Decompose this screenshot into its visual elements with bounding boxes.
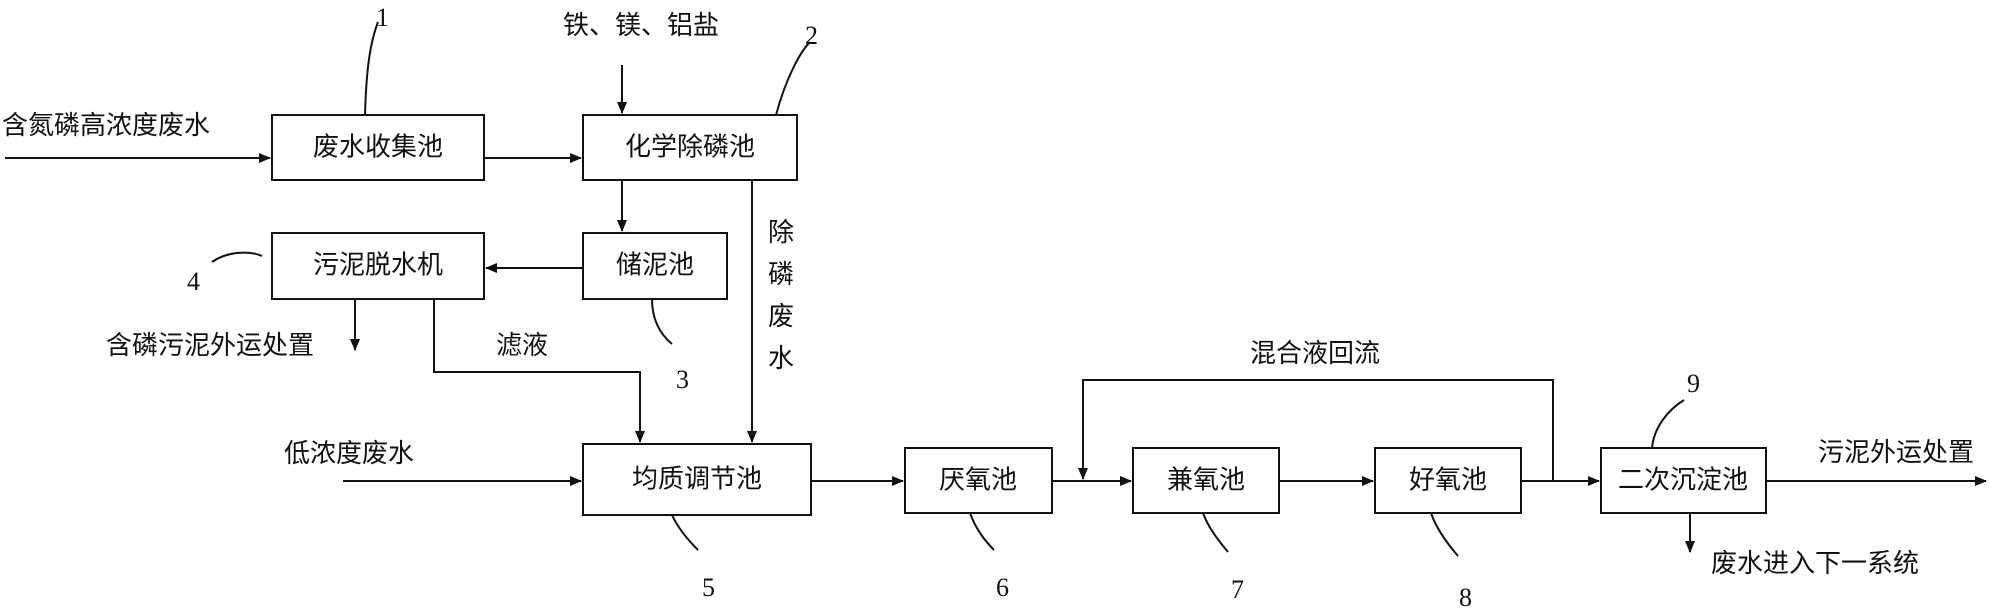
anaerobic-tank [904, 447, 1053, 514]
ref-number-1: 1 [376, 3, 389, 32]
low-conc-wastewater-label: 低浓度废水 [284, 439, 414, 469]
mixed-liquor-return-arrow [1078, 379, 1554, 481]
removal-ww-char-2: 磷 [768, 260, 794, 290]
leader-line-4 [211, 251, 263, 263]
leader-line-9 [1651, 399, 1685, 449]
aerobic-tank [1374, 447, 1522, 514]
high-conc-wastewater-label: 含氮磷高浓度废水 [2, 111, 210, 141]
ref-number-2: 2 [805, 21, 818, 50]
secondary-label: 二次沉淀池 [1618, 466, 1748, 496]
sludge-disposal-label: 污泥外运处置 [1818, 438, 1974, 468]
ref-number-9: 9 [1687, 369, 1700, 398]
chemical-phosphorus-removal-tank [582, 114, 798, 181]
secondary-sedimentation-tank [1600, 447, 1767, 514]
anoxic-label: 兼氧池 [1167, 466, 1245, 496]
ref-number-4: 4 [187, 267, 200, 296]
sludge-storage-label: 储泥池 [616, 251, 694, 281]
leader-line-6 [969, 512, 995, 551]
leader-line-7 [1202, 512, 1229, 553]
leader-line-3 [651, 298, 673, 345]
aerobic-label: 好氧池 [1409, 466, 1487, 496]
sludge-dewatering-machine [271, 232, 485, 300]
p-sludge-disposal-label: 含磷污泥外运处置 [106, 331, 314, 361]
ref-number-7: 7 [1231, 575, 1244, 604]
leader-line-1 [364, 21, 379, 116]
ref-number-3: 3 [676, 365, 689, 394]
ref-number-6: 6 [996, 573, 1009, 602]
leader-line-2 [775, 41, 811, 116]
anaerobic-label: 厌氧池 [939, 466, 1017, 496]
leader-line-5 [671, 514, 699, 551]
equalization-label: 均质调节池 [632, 465, 762, 495]
collection-tank-label: 废水收集池 [313, 133, 443, 163]
chem-removal-label: 化学除磷池 [625, 133, 755, 163]
filtrate-label: 滤液 [496, 331, 548, 361]
metal-salts-label: 铁、镁、铝盐 [563, 11, 719, 41]
next-system-label: 废水进入下一系统 [1711, 549, 1919, 579]
removal-ww-char-3: 废 [768, 302, 794, 332]
sludge-storage-tank [582, 232, 728, 300]
ref-number-5: 5 [702, 573, 715, 602]
equalization-tank [582, 443, 812, 516]
dewatering-label: 污泥脱水机 [313, 251, 443, 281]
leader-line-8 [1430, 512, 1459, 557]
wastewater-collection-tank [271, 114, 485, 181]
removal-ww-char-4: 水 [768, 344, 794, 374]
mixed-liquor-return-label: 混合液回流 [1250, 339, 1380, 369]
removal-ww-char-1: 除 [768, 218, 794, 248]
filtrate-return-arrow [433, 299, 645, 443]
ref-number-8: 8 [1459, 583, 1472, 612]
anoxic-tank [1132, 447, 1280, 514]
